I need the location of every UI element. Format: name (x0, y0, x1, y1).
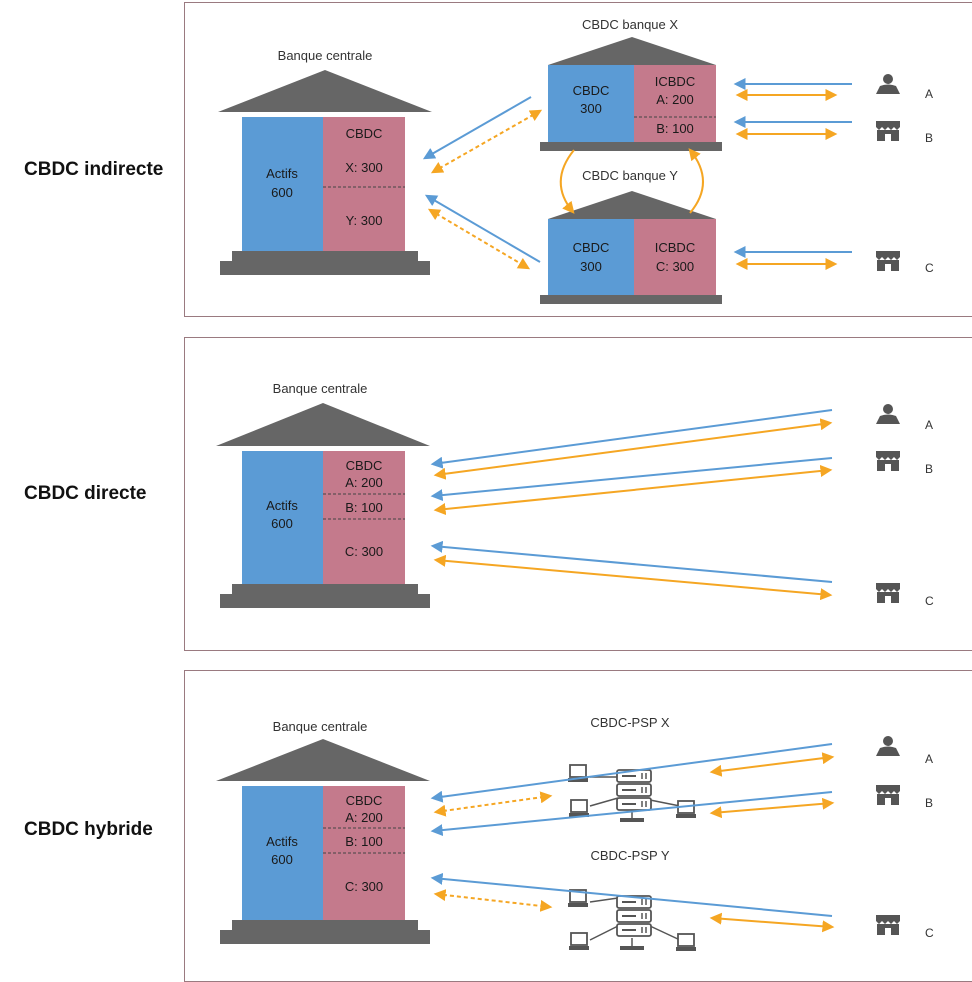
assets-label: Actifs (266, 166, 298, 181)
bank-y-cbdc-block (548, 219, 634, 295)
assets-label: Actifs (266, 498, 298, 513)
arrow-x-to-cb (422, 96, 532, 160)
bank-x-icbdc-a: A: 200 (656, 92, 694, 107)
cbdc-x-value: X: 300 (345, 160, 383, 175)
bank-y-base (540, 295, 722, 304)
central-bank-indirect: Banque centrale Actifs 600 CBDC X: 300 Y… (218, 48, 432, 275)
user-c-label: C (925, 594, 934, 608)
shop-icon (876, 451, 900, 471)
assets-value: 600 (271, 185, 293, 200)
bank-x-icbdc-b: B: 100 (656, 121, 694, 136)
roof (216, 739, 430, 781)
server-icon (616, 895, 652, 937)
arrow-cb-x (430, 109, 543, 174)
base-step (232, 584, 418, 594)
user-c-label: C (925, 926, 934, 940)
person-icon (876, 404, 900, 424)
cbdc-c-value: C: 300 (345, 544, 383, 559)
bank-x-icbdc-label: ICBDC (655, 74, 695, 89)
bank-x-icbdc-block (634, 65, 716, 142)
psp-y-title: CBDC-PSP Y (591, 848, 670, 863)
person-icon (876, 736, 900, 756)
cbdc-block (323, 117, 405, 251)
bank-y-icbdc-block (634, 219, 716, 295)
assets-value: 600 (271, 516, 293, 531)
cbdc-y-value: Y: 300 (346, 213, 383, 228)
shop-icon (876, 583, 900, 603)
psp-y-network (567, 889, 697, 952)
cbdc-c-value: C: 300 (345, 879, 383, 894)
shop-icon (876, 915, 900, 935)
shop-icon (876, 121, 900, 141)
cbdc-b-value: B: 100 (345, 500, 383, 515)
bank-x-cbdc-block (548, 65, 634, 142)
user-a-label: A (925, 752, 933, 766)
computer-icon (675, 800, 697, 819)
bank-y-icbdc-label: ICBDC (655, 240, 695, 255)
user-b-label: B (925, 796, 933, 810)
user-a-label: A (925, 87, 933, 101)
psp-x-network (567, 764, 697, 822)
interbank-arrow-left (559, 149, 575, 214)
assets-block (242, 117, 323, 251)
roof (218, 70, 432, 112)
user-b-label: B (925, 131, 933, 145)
bank-y-icbdc-c: C: 300 (656, 259, 694, 274)
row-label-direct: CBDC directe (24, 483, 147, 504)
cbdc-header: CBDC (346, 126, 383, 141)
assets-block (242, 786, 323, 920)
bank-y-cbdc-label: CBDC (573, 240, 610, 255)
central-bank-title: Banque centrale (278, 48, 373, 63)
cbdc-a-value: A: 200 (345, 810, 383, 825)
cbdc-a-value: A: 200 (345, 475, 383, 490)
central-bank-title: Banque centrale (273, 719, 368, 734)
shop-icon (876, 251, 900, 271)
bank-x: CBDC banque X CBDC 300 ICBDC A: 200 B: 1… (540, 17, 722, 151)
cbdc-header: CBDC (346, 458, 383, 473)
shop-icon (876, 785, 900, 805)
cbdc-block (323, 451, 405, 584)
assets-value: 600 (271, 852, 293, 867)
computer-icon (675, 933, 697, 952)
base-step (232, 251, 418, 261)
arrow-cb-y (427, 208, 531, 270)
roof (216, 403, 430, 446)
user-a-label: A (925, 418, 933, 432)
bank-y-roof (548, 191, 716, 219)
cbdc-b-value: B: 100 (345, 834, 383, 849)
arrow-y-to-cb (424, 194, 541, 263)
central-bank-direct: Banque centrale Actifs 600 CBDC A: 200 B… (216, 381, 430, 608)
user-c-label: C (925, 261, 934, 275)
base (220, 930, 430, 944)
bank-x-cbdc-value: 300 (580, 101, 602, 116)
central-bank-hybrid: Banque centrale Actifs 600 CBDC A: 200 B… (216, 719, 430, 944)
row-label-indirect: CBDC indirecte (24, 159, 164, 180)
bank-y-cbdc-value: 300 (580, 259, 602, 274)
bank-x-cbdc-label: CBDC (573, 83, 610, 98)
cbdc-header: CBDC (346, 793, 383, 808)
bank-x-roof (548, 37, 716, 65)
assets-block (242, 451, 323, 584)
central-bank-title: Banque centrale (273, 381, 368, 396)
user-b-label: B (925, 462, 933, 476)
bank-x-base (540, 142, 722, 151)
assets-label: Actifs (266, 834, 298, 849)
row-label-hybrid: CBDC hybride (24, 819, 153, 840)
base-step (232, 920, 418, 930)
bank-y: CBDC banque Y CBDC 300 ICBDC C: 300 (540, 168, 722, 304)
interbank-arrow-right (688, 148, 704, 214)
computer-icon (568, 932, 590, 951)
person-icon (876, 74, 900, 94)
computer-icon (568, 799, 590, 818)
psp-x-title: CBDC-PSP X (590, 715, 670, 730)
server-icon (616, 769, 652, 811)
bank-x-title: CBDC banque X (582, 17, 678, 32)
bank-y-title: CBDC banque Y (582, 168, 678, 183)
base (220, 594, 430, 608)
base (220, 261, 430, 275)
